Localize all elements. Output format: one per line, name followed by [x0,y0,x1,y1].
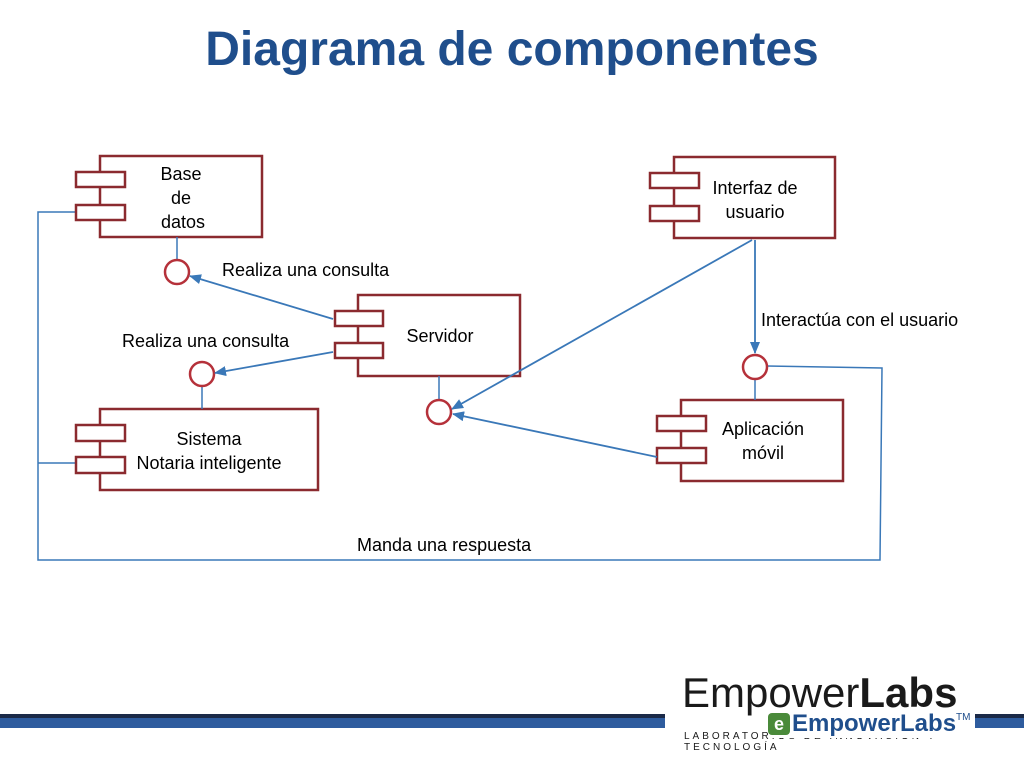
empowerlabs-logo-large: EmpowerLabs [682,672,957,714]
logo-small-text: EmpowerLabs [792,710,957,737]
component-aplicacion-movil[interactable]: Aplicación móvil [655,398,845,483]
label-manda-respuesta: Manda una respuesta [357,535,532,555]
component-interfaz-usuario[interactable]: Interfaz de usuario [648,155,837,240]
arrow-servidor-to-sistema [214,351,334,376]
logo-trademark: TM [956,712,971,723]
base-datos-port[interactable] [163,258,191,286]
arrow-interfaz-to-servidor [451,239,753,410]
component-interfaz-label-2: usuario [725,202,784,222]
component-base-datos-label-1: Base [160,164,201,184]
footer-bar-blue [0,718,665,728]
servidor-port[interactable] [425,398,453,426]
logo-e-icon: e [768,713,790,735]
component-interfaz-label-1: Interfaz de [712,178,797,198]
component-servidor-label: Servidor [406,326,473,346]
arrow-servidor-to-base [189,274,334,320]
response-loop-line [37,211,883,561]
footer-bar-dark-right [975,714,1024,718]
component-servidor[interactable]: Servidor [333,293,522,378]
label-interactua-usuario: Interactúa con el usuario [761,310,958,330]
label-realiza-consulta-sistema: Realiza una consulta [122,331,290,351]
logo-large-light: Empower [682,669,860,716]
component-sistema-label-2: Notaria inteligente [136,453,281,473]
sistema-port[interactable] [188,360,216,388]
component-sistema-label-1: Sistema [176,429,242,449]
footer-bar-dark [0,714,665,718]
empowerlabs-logo-small: e EmpowerLabs TM [768,710,971,738]
aplicacion-port[interactable] [741,353,769,381]
logo-large-bold: Labs [859,669,958,716]
component-base-datos[interactable]: Base de datos [74,154,264,239]
arrow-aplicacion-to-servidor [452,411,658,458]
component-base-datos-label-2: de [171,188,191,208]
component-aplicacion-label-1: Aplicación [722,419,804,439]
component-aplicacion-label-2: móvil [742,443,784,463]
component-base-datos-label-3: datos [161,212,205,232]
label-realiza-consulta-base: Realiza una consulta [222,260,390,280]
footer-bar-blue-right [975,718,1024,728]
component-sistema[interactable]: Sistema Notaria inteligente [74,407,320,492]
page-title: Diagrama de componentes [205,23,819,76]
